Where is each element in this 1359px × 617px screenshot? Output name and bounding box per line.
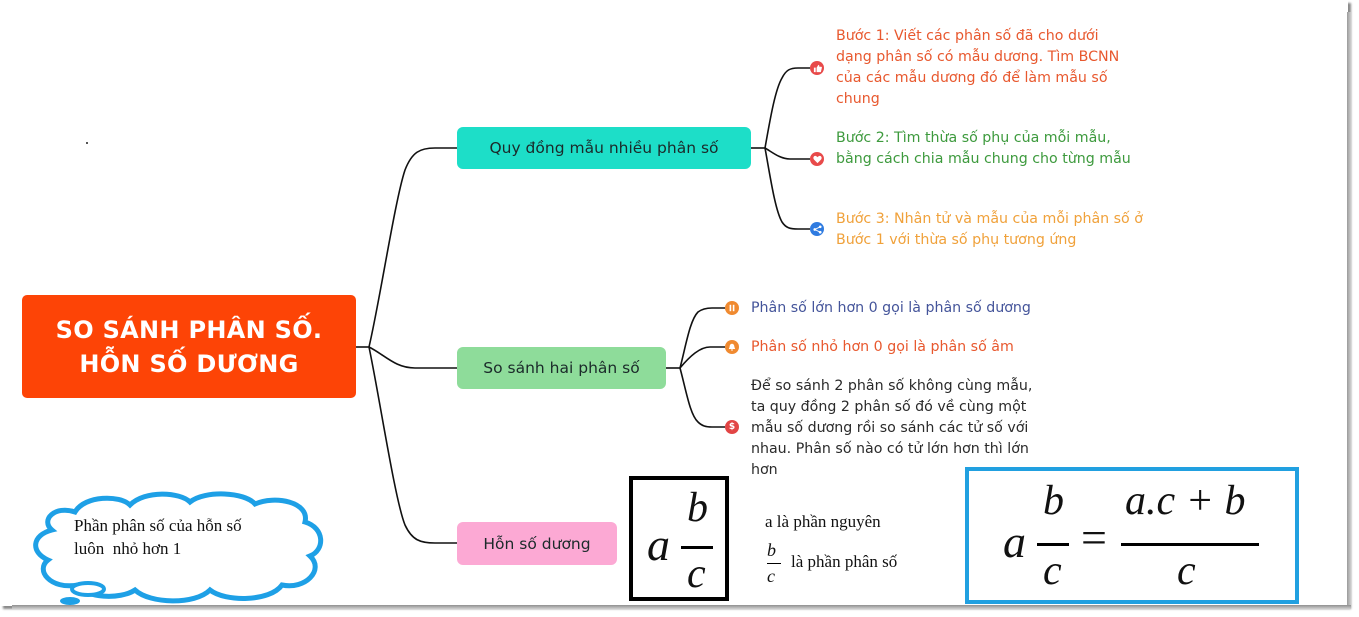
small-numerator: b — [767, 540, 776, 560]
cloud-callout-text: Phần phân số của hỗn số luôn nhỏ hơn 1 — [74, 514, 304, 560]
formula-numerator: b — [1043, 478, 1064, 524]
bell-icon — [725, 340, 739, 354]
fraction-part-description: là phần phân số — [791, 552, 898, 571]
leaf-cach-so-sanh[interactable]: Để so sánh 2 phân số không cùng mẫu, ta … — [751, 376, 1051, 481]
leaf-buoc-2[interactable]: Bước 2: Tìm thừa số phụ của mỗi mẫu, bằn… — [836, 128, 1136, 170]
formula-denominator: c — [1043, 548, 1062, 594]
formula-fraction-bar-right — [1121, 543, 1259, 546]
root-title-line2: HỖN SỐ DƯƠNG — [79, 349, 299, 378]
whole-part-description: a là phần nguyên — [765, 512, 881, 531]
leaf-phan-so-am[interactable]: Phân số nhỏ hơn 0 gọi là phân số âm — [751, 337, 1071, 358]
heart-icon — [810, 152, 824, 166]
cloud-line2: luôn nhỏ hơn 1 — [74, 539, 182, 558]
branch-label: Quy đồng mẫu nhiều phân số — [489, 139, 719, 157]
cloud-line1: Phần phân số của hỗn số — [74, 516, 242, 535]
mixed-number-notation-box: a b c — [629, 476, 729, 601]
branch-label: So sánh hai phân số — [483, 359, 640, 377]
pause-icon — [725, 301, 739, 315]
fraction-bar — [681, 546, 713, 549]
root-title-line1: SO SÁNH PHÂN SỐ. — [55, 315, 323, 344]
thumbs-up-icon — [810, 61, 824, 75]
leaf-text: Phân số lớn hơn 0 gọi là phân số dương — [751, 300, 1031, 316]
dollar-icon: $ — [725, 420, 739, 434]
small-fraction-bar — [767, 563, 781, 564]
formula-rhs-denominator: c — [1177, 548, 1196, 594]
leaf-buoc-1[interactable]: Bước 1: Viết các phân số đã cho dưới dạn… — [836, 26, 1136, 110]
leaf-text: Bước 2: Tìm thừa số phụ của mỗi mẫu, bằn… — [836, 130, 1131, 167]
mixed-to-fraction-formula-box: a b c = a.c + b c — [965, 467, 1299, 604]
root-topic[interactable]: SO SÁNH PHÂN SỐ. HỖN SỐ DƯƠNG — [22, 295, 356, 398]
stray-dot — [86, 142, 88, 144]
canvas-shadow-bottom — [12, 605, 1351, 609]
branch-quy-dong-mau[interactable]: Quy đồng mẫu nhiều phân số — [457, 127, 751, 169]
leaf-text: Để so sánh 2 phân số không cùng mẫu, ta … — [751, 378, 1033, 478]
leaf-text: Bước 3: Nhân tử và mẫu của mỗi phân số ở… — [836, 211, 1143, 248]
cloud-callout-shape — [33, 491, 324, 605]
small-denominator: c — [767, 566, 775, 586]
leaf-text: Phân số nhỏ hơn 0 gọi là phân số âm — [751, 339, 1014, 355]
mixed-numerator: b — [687, 485, 708, 531]
formula-fraction-bar-left — [1037, 543, 1069, 546]
branch-label: Hỗn số dương — [483, 534, 591, 553]
mixed-denominator: c — [687, 551, 706, 597]
leaf-buoc-3[interactable]: Bước 3: Nhân tử và mẫu của mỗi phân số ở… — [836, 209, 1156, 251]
formula-rhs-numerator: a.c + b — [1125, 478, 1246, 524]
formula-equals: = — [1081, 512, 1107, 563]
branch-hon-so-duong[interactable]: Hỗn số dương — [457, 522, 617, 565]
canvas-shadow-right — [1347, 12, 1351, 608]
leaf-text: Bước 1: Viết các phân số đã cho dưới dạn… — [836, 28, 1120, 107]
formula-whole: a — [1003, 516, 1026, 567]
leaf-phan-so-duong[interactable]: Phân số lớn hơn 0 gọi là phân số dương — [751, 298, 1071, 319]
mixed-whole: a — [647, 519, 670, 570]
dollar-glyph: $ — [728, 421, 736, 432]
share-icon — [810, 222, 824, 236]
branch-so-sanh-hai-phan-so[interactable]: So sánh hai phân số — [457, 347, 666, 389]
